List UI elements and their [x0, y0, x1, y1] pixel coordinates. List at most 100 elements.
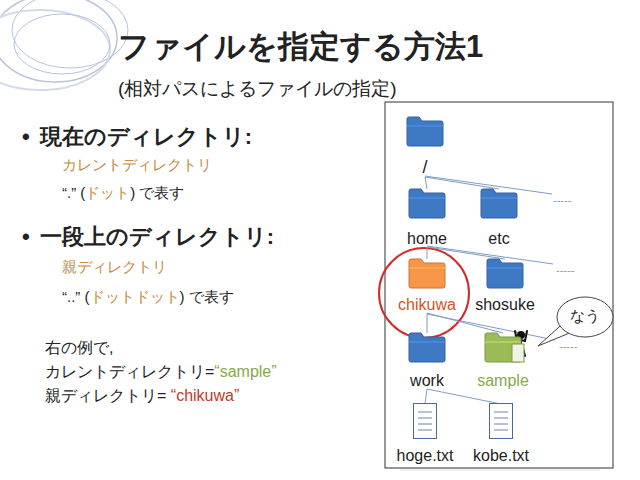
example-note: “chikuwa”	[171, 387, 239, 405]
omission-mark: -----	[553, 194, 571, 206]
file-line	[494, 430, 508, 431]
node-label: なう	[546, 307, 624, 326]
node-label: chikuwa	[385, 296, 469, 314]
example-note-line: 親ディレクトリ= “chikuwa”	[45, 386, 239, 407]
note: ) で表す	[180, 288, 234, 307]
folder-shape	[407, 117, 443, 146]
folder-crease	[409, 342, 445, 343]
folder-icon	[484, 332, 522, 362]
term: 親ディレクトリ	[62, 258, 167, 277]
decor-arc	[14, 14, 110, 74]
slide-title: ファイルを指定する方法1	[118, 26, 483, 68]
subtitle-line: (相対パスによるファイルの指定)	[118, 76, 397, 102]
node-label: work	[388, 372, 466, 390]
current-directory: sample	[470, 332, 536, 390]
tree-branch	[425, 177, 499, 189]
node-label: hoge.txt	[378, 447, 472, 465]
file-icon	[413, 403, 437, 439]
speech-bubble: なう	[556, 296, 614, 338]
omission-mark-line: -----	[559, 340, 577, 352]
note: “..” (	[62, 288, 90, 305]
bullet-heading: •	[22, 224, 30, 250]
example-note: 親ディレクトリ=	[45, 386, 171, 407]
tree-branch	[427, 247, 505, 259]
note-line: “.” (ドット) で表す	[62, 184, 185, 203]
tree-branch	[425, 177, 427, 189]
node-label: kobe.txt	[454, 447, 548, 465]
folder-icon	[480, 188, 518, 218]
note-line: “..” (ドットドット) で表す	[62, 288, 234, 307]
node-label: shosuke	[460, 296, 550, 314]
folder-crease	[487, 268, 523, 269]
file-line	[418, 412, 432, 413]
directory: shosuke	[470, 258, 540, 314]
node-label: /	[390, 157, 460, 178]
folder-icon	[486, 258, 524, 288]
tree-branch	[425, 389, 427, 404]
file-line	[418, 424, 432, 425]
folder-icon	[406, 116, 444, 146]
term-line: 親ディレクトリ	[62, 258, 167, 277]
folder-icon	[408, 332, 446, 362]
parent-directory: chikuwa	[395, 258, 459, 314]
term-line: カレントディレクトリ	[62, 156, 212, 175]
folder-shape	[487, 259, 523, 288]
folder-shape	[409, 259, 445, 288]
bullet-heading: •	[22, 124, 30, 150]
example-note-line: 右の例で,	[45, 338, 113, 359]
file-line	[418, 418, 432, 419]
folder-icon	[408, 188, 446, 218]
node-label: etc	[460, 230, 538, 248]
paper-sheet	[512, 344, 524, 362]
decor-arcs	[0, 0, 128, 90]
omission-mark-line: -----	[556, 264, 574, 276]
omission-mark-line: -----	[553, 194, 571, 206]
root-directory: /	[400, 116, 450, 178]
note: ドット	[85, 184, 130, 203]
tree-frame	[385, 102, 613, 468]
file-line	[418, 430, 432, 431]
file-icon	[489, 403, 513, 439]
footer-line	[400, 470, 600, 471]
example-note: 右の例で,	[45, 338, 113, 359]
folder-shape	[481, 189, 517, 218]
directory: etc	[470, 188, 528, 248]
file-shape	[490, 404, 513, 439]
note: ) で表す	[130, 184, 184, 203]
folder-crease	[409, 268, 445, 269]
file-line	[494, 412, 508, 413]
note: ドットドット	[90, 288, 180, 307]
omission-mark: -----	[556, 264, 574, 276]
bullet-heading-line: • 現在のディレクトリ:	[22, 122, 252, 152]
folder-crease	[407, 126, 443, 127]
example-note: カレントディレクトリ=	[45, 362, 214, 383]
tree-branch	[427, 247, 428, 259]
note: “.” (	[62, 184, 85, 201]
subtitle: (相対パスによるファイルの指定)	[118, 76, 397, 102]
file-shape	[414, 404, 437, 439]
omission-mark: -----	[559, 340, 577, 352]
highlight-circle	[379, 248, 469, 338]
file-line	[494, 418, 508, 419]
folder-icon	[408, 258, 446, 288]
folder-crease	[409, 198, 445, 199]
directory: work	[398, 332, 456, 390]
folder-crease	[485, 342, 521, 343]
text-file: kobe.txt	[464, 403, 538, 465]
folder-shape	[409, 333, 445, 362]
directory: home	[398, 188, 456, 248]
node-label: home	[388, 230, 466, 248]
tree-branch	[427, 313, 503, 333]
term: カレントディレクトリ	[62, 156, 212, 175]
node-label: sample	[460, 372, 546, 390]
example-note-line: カレントディレクトリ=“sample”	[45, 362, 277, 383]
bullet-heading: 一段上のディレクトリ:	[40, 222, 274, 252]
folder-crease	[481, 198, 517, 199]
decor-arc	[0, 10, 110, 90]
example-note: “sample”	[214, 363, 276, 381]
file-line	[494, 424, 508, 425]
text-file: hoge.txt	[388, 403, 462, 465]
folder-shape	[409, 189, 445, 218]
bullet-heading: 現在のディレクトリ:	[40, 122, 252, 152]
